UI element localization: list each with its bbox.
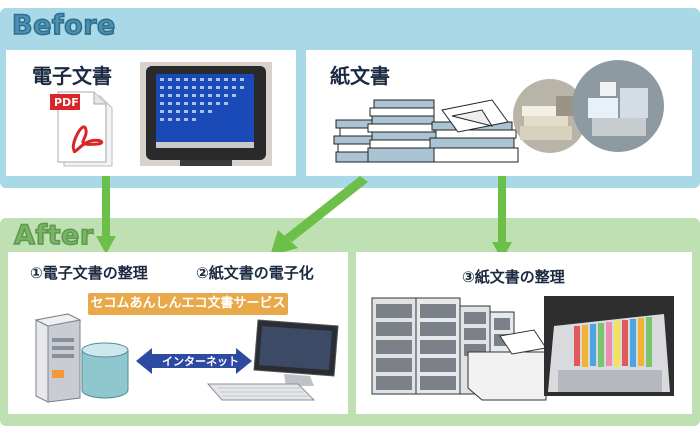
step3-title: ③紙文書の整理 <box>462 268 565 286</box>
service-banner: セコムあんしんエコ文書サービス <box>88 293 288 315</box>
computer-monitor-icon <box>206 319 339 401</box>
paper-docs-title: 紙文書 <box>330 64 390 88</box>
database-icon <box>81 342 129 399</box>
arrow-paper-to-digitize <box>270 176 368 256</box>
before-label: Before <box>11 9 116 42</box>
cluttered-desk-photo <box>513 79 587 153</box>
internet-arrow: インターネット <box>136 348 252 374</box>
pdf-label: PDF <box>54 96 79 109</box>
paper-stack-illustration <box>333 99 519 163</box>
after-label: After <box>13 219 94 252</box>
step2-title: ②紙文書の電子化 <box>196 264 314 282</box>
internet-label: インターネット <box>162 355 239 368</box>
electronic-docs-title: 電子文書 <box>32 64 112 88</box>
filing-cabinet-illustration <box>371 297 547 401</box>
organized-folders-photo <box>544 296 674 396</box>
pdf-file-icon: PDF <box>50 91 113 167</box>
step1-title: ①電子文書の整理 <box>30 264 148 282</box>
server-icon <box>34 313 82 403</box>
arrow-paper-to-organize <box>492 176 512 260</box>
arrow-edoc-to-organize <box>96 176 116 254</box>
crt-monitor-image <box>140 62 272 166</box>
cluttered-office-photo <box>572 60 664 152</box>
